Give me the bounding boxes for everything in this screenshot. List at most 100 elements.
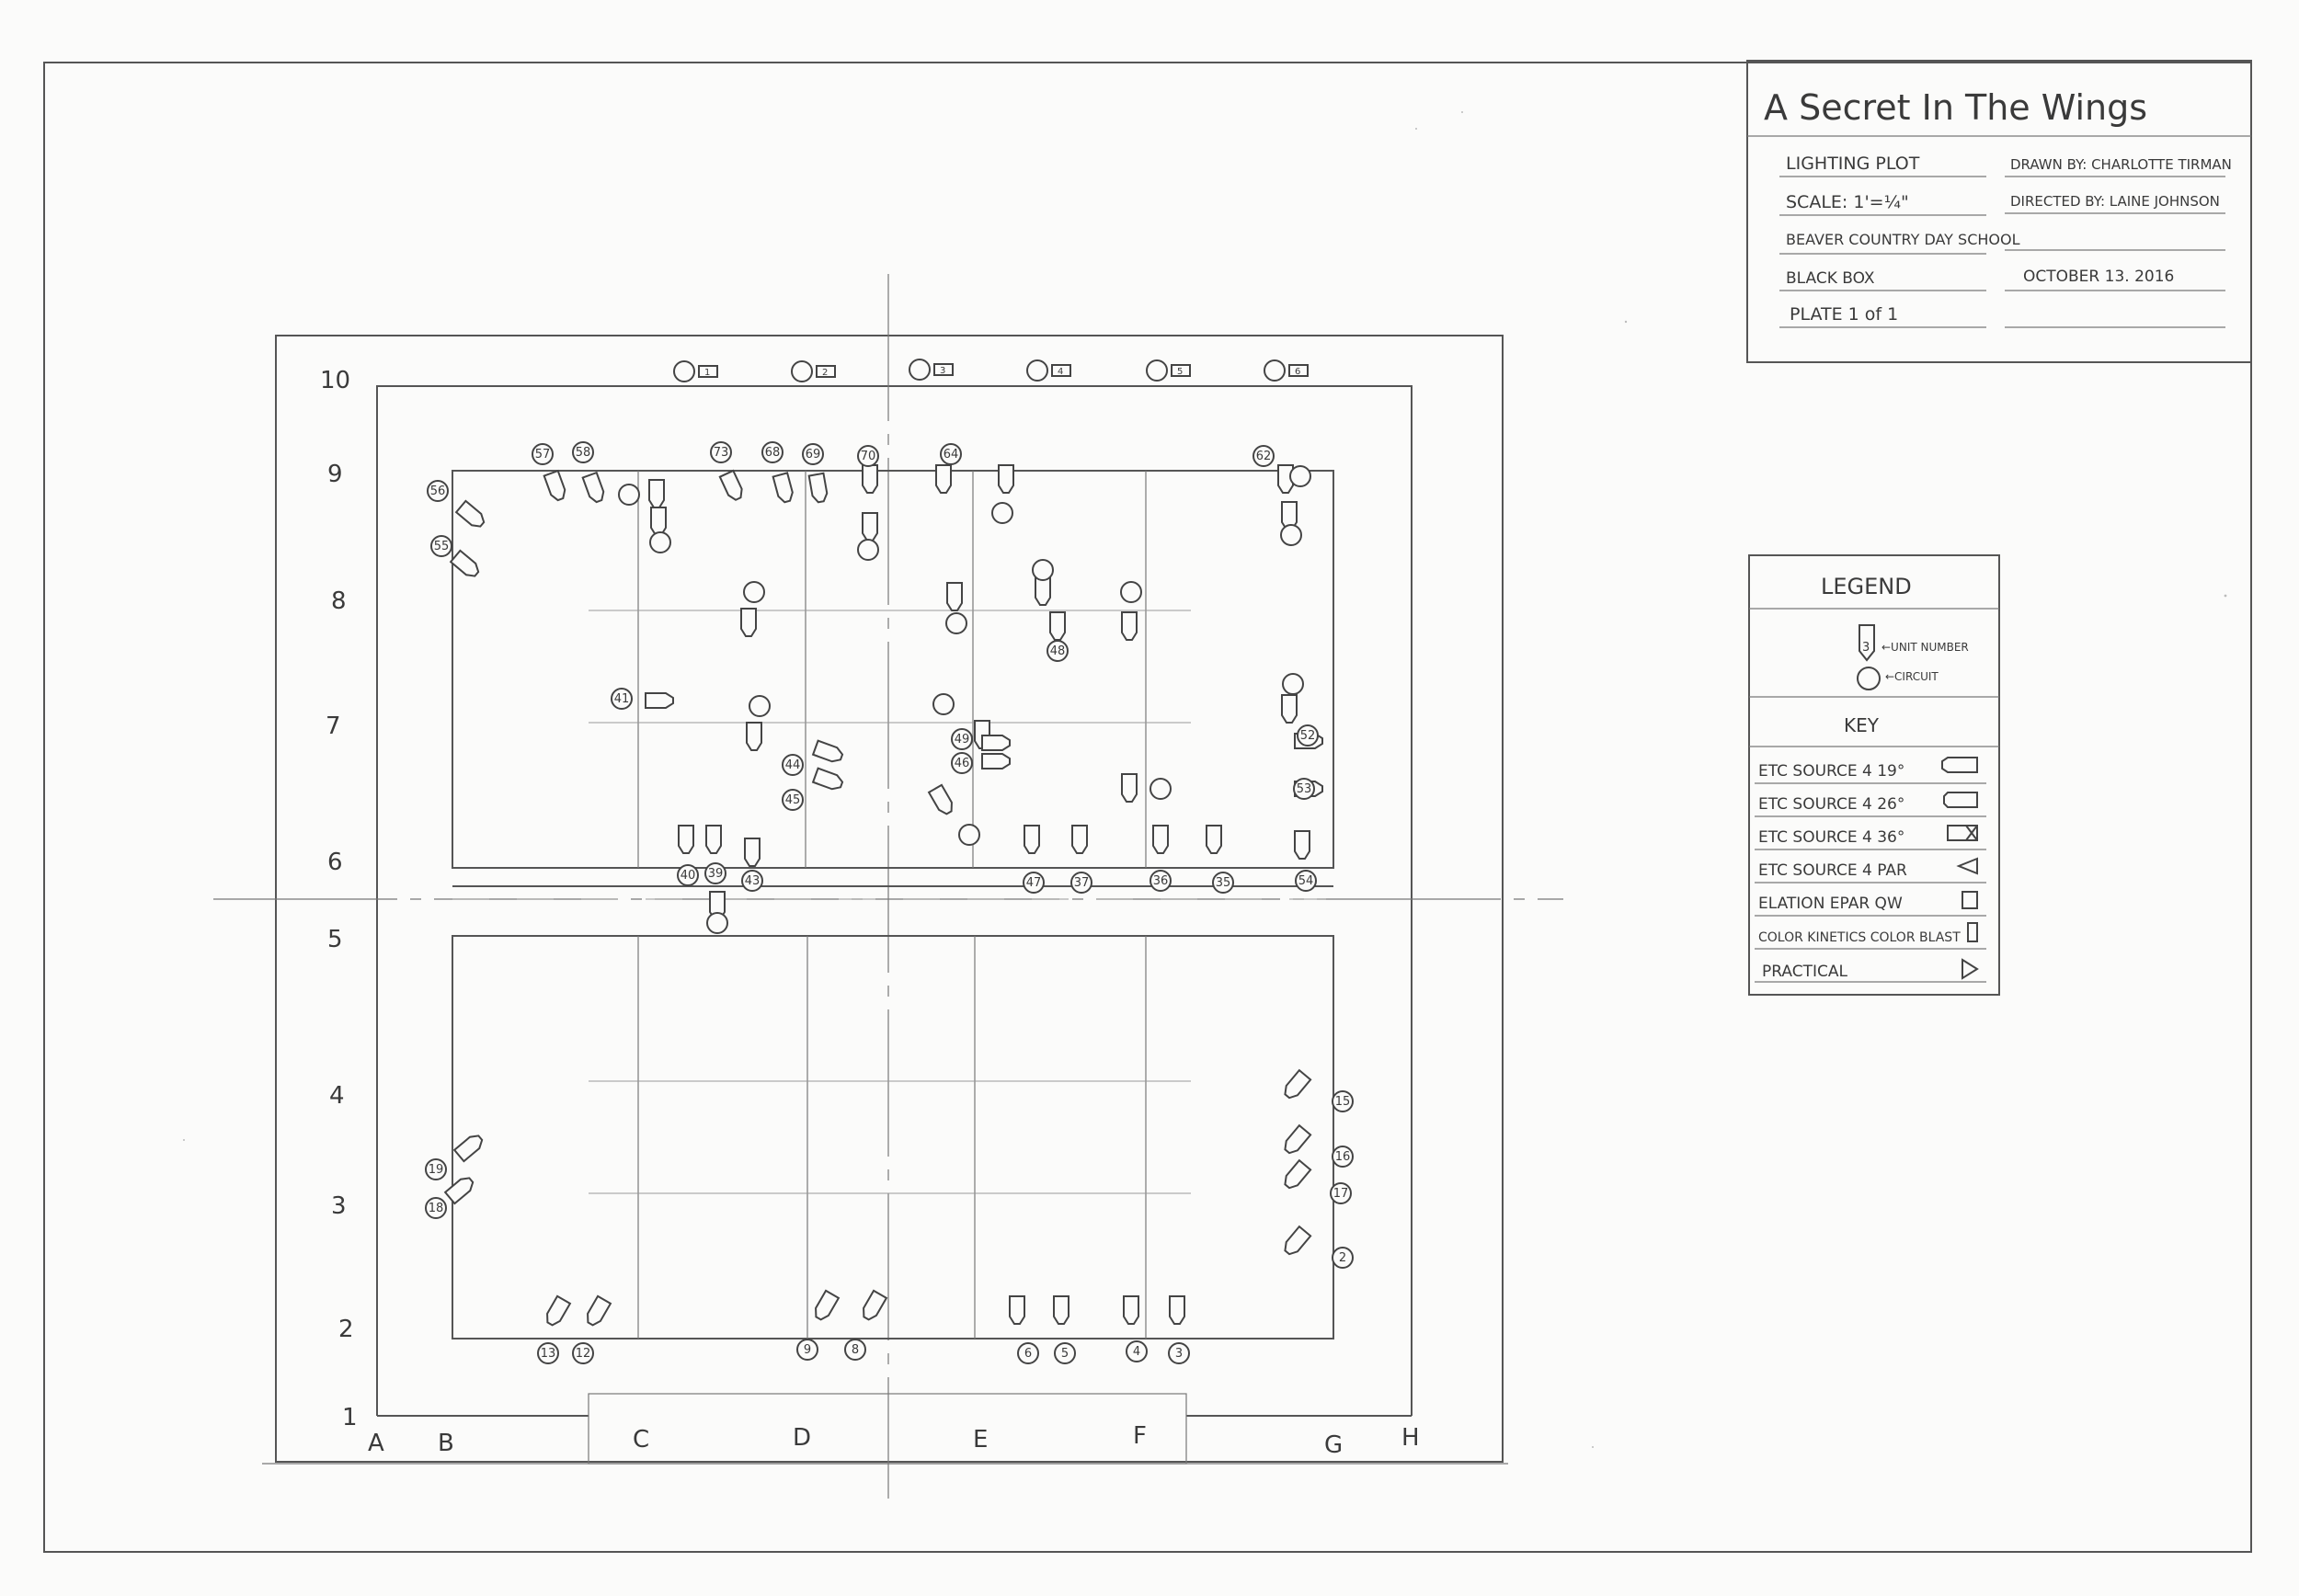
drawn-by: DRAWN BY: CHARLOTTE TIRMAN	[2010, 156, 2232, 173]
fixture-unit	[543, 469, 566, 502]
svg-text:COLOR KINETICS COLOR BLAST: COLOR KINETICS COLOR BLAST	[1758, 930, 1961, 945]
plot-type: LIGHTING PLOT	[1786, 154, 1920, 174]
circuit-number-tag: 35	[1212, 872, 1234, 894]
top-unit-1: 1	[673, 360, 718, 382]
svg-text:41: 41	[614, 692, 630, 706]
svg-text:15: 15	[1335, 1095, 1351, 1109]
fixture-unit	[650, 507, 667, 536]
circuit-number-tag: 19	[425, 1158, 447, 1180]
svg-text:3: 3	[1175, 1347, 1183, 1361]
fixture-unit	[648, 479, 665, 508]
circuit-marker	[1280, 524, 1302, 546]
circuit-number-tag: 4	[1126, 1340, 1148, 1362]
entrance-platform	[588, 1393, 1187, 1465]
plot-date: OCTOBER 13. 2016	[2023, 268, 2174, 286]
legend-unit-number-label: ←UNIT NUMBER	[1882, 641, 1969, 654]
legend-title: LEGEND	[1821, 574, 1912, 599]
row-label-7: 7	[326, 712, 341, 740]
circuit-marker	[932, 693, 955, 715]
svg-text:62: 62	[1256, 450, 1272, 463]
svg-text:73: 73	[714, 446, 729, 460]
svg-text:43: 43	[745, 874, 761, 888]
svg-text:1: 1	[704, 368, 710, 378]
fixture-unit	[1284, 1123, 1312, 1155]
fixture-unit	[935, 464, 952, 494]
svg-text:64: 64	[944, 448, 959, 462]
plate-number: PLATE 1 of 1	[1790, 304, 1898, 325]
svg-text:16: 16	[1335, 1150, 1351, 1164]
key-row-par: ETC SOURCE 4 PAR	[1755, 857, 1986, 884]
col-label-h: H	[1401, 1424, 1420, 1452]
svg-text:44: 44	[785, 758, 801, 772]
fixture-unit	[772, 472, 794, 504]
circuit-marker	[649, 531, 671, 553]
col-label-a: A	[368, 1430, 384, 1457]
circuit-number-tag: 62	[1252, 445, 1275, 467]
svg-text:5: 5	[1177, 367, 1183, 377]
fixture-unit	[645, 692, 674, 709]
top-unit-5: 5	[1146, 359, 1191, 382]
fixture-unit	[744, 838, 761, 867]
fixture-unit	[863, 1289, 888, 1321]
row-label-5: 5	[327, 926, 343, 953]
svg-text:6: 6	[1024, 1347, 1032, 1361]
row-label-1: 1	[342, 1404, 358, 1431]
source4-36-icon	[1947, 825, 1978, 841]
svg-text:45: 45	[785, 793, 801, 807]
fixture-unit	[946, 582, 963, 611]
svg-text:70: 70	[861, 450, 876, 463]
circuit-number-tag: 6	[1017, 1342, 1039, 1364]
circuit-number-tag: 37	[1070, 872, 1092, 894]
svg-text:8: 8	[852, 1343, 859, 1357]
col-label-b: B	[438, 1430, 454, 1457]
key-row-epar: ELATION EPAR QW	[1755, 891, 1986, 917]
fixture-unit	[981, 735, 1011, 751]
svg-text:ELATION EPAR QW: ELATION EPAR QW	[1758, 895, 1903, 913]
circuit-number-tag: 40	[677, 864, 699, 886]
svg-text:53: 53	[1297, 782, 1312, 796]
svg-text:68: 68	[765, 446, 781, 460]
svg-text:35: 35	[1216, 876, 1231, 890]
fixture-unit	[981, 753, 1011, 770]
circuit-number-tag: 5	[1054, 1342, 1076, 1364]
fixture-unit	[546, 1294, 572, 1327]
fixture-unit	[1152, 825, 1169, 854]
fixture-unit	[1035, 576, 1051, 606]
circuit-number-tag: 12	[572, 1342, 594, 1364]
circuit-number-tag: 47	[1023, 872, 1045, 894]
circuit-number-tag: 8	[844, 1339, 866, 1361]
svg-text:54: 54	[1298, 874, 1314, 888]
key-row-source4-26: ETC SOURCE 4 26°	[1755, 792, 1986, 817]
row-label-8: 8	[331, 587, 347, 615]
fixture-unit	[1277, 464, 1294, 494]
svg-text:ETC SOURCE 4 36°: ETC SOURCE 4 36°	[1758, 828, 1904, 847]
fixture-unit	[452, 1134, 484, 1163]
venue-space: BLACK BOX	[1786, 269, 1875, 288]
row-labels: 10 9 8 7 6 5 4 3 2 1	[320, 367, 358, 1431]
fixture-unit	[1294, 830, 1310, 860]
fixture-unit	[807, 472, 829, 504]
fixture-unit	[443, 1177, 475, 1205]
circuit-number-tag: 43	[741, 870, 763, 892]
circuit-number-tag: 39	[704, 862, 726, 884]
svg-text:46: 46	[955, 757, 970, 770]
circuit-number-tag: 53	[1293, 778, 1315, 800]
circuit-number-tag: 57	[532, 443, 554, 465]
paper-texture	[183, 111, 2227, 1448]
circuit-marker	[749, 695, 771, 717]
col-label-e: E	[973, 1426, 988, 1454]
fixture-unit	[587, 1294, 612, 1327]
fixture-unit	[811, 767, 844, 791]
circuit-number-tag: 70	[857, 445, 879, 467]
circuit-number-tag: 9	[796, 1339, 818, 1361]
fixture-unit	[1071, 825, 1088, 854]
svg-text:4: 4	[1058, 367, 1063, 377]
svg-text:48: 48	[1050, 644, 1066, 658]
svg-text:2: 2	[1339, 1251, 1346, 1265]
fixture-unit	[454, 499, 486, 528]
row-label-3: 3	[331, 1192, 347, 1220]
circuit-number-tag: 46	[951, 752, 973, 774]
circuit-number-tag: 69	[802, 443, 824, 465]
